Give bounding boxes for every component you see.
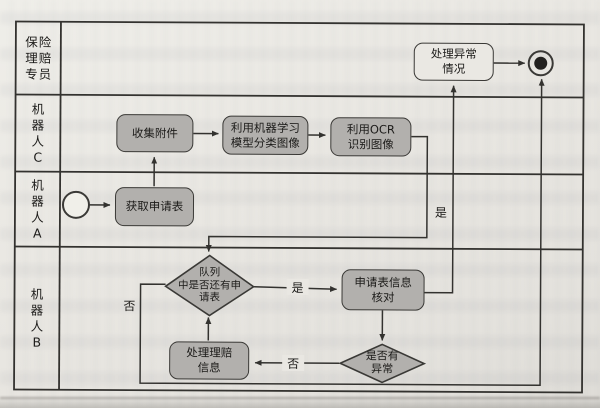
- decision-queue-label: 队列 中是否还有申 请表: [178, 266, 242, 304]
- node-verify-application-info: 申请表信息 核对: [341, 269, 425, 311]
- node-collect-attachments: 收集附件: [116, 114, 194, 153]
- edge-label-queue-yes: 是: [286, 278, 309, 296]
- lane-label-claims-specialist: 保险 理赔 专员: [25, 34, 53, 82]
- node-get-application-form: 获取申请表: [114, 187, 195, 227]
- lane-label-robot-c: 机 器 人 C: [31, 101, 46, 165]
- edge-exception-yes-to-handle-exception: [424, 85, 457, 294]
- decision-exception-label: 是否有 异常: [365, 349, 399, 376]
- node-ml-classify-images: 利用机器学习 模型分类图像: [222, 115, 309, 156]
- node-process-claim-info: 处理理赔 信息: [169, 341, 250, 380]
- start-event-circle: [61, 190, 90, 219]
- edge-ocr-to-queue-check: [205, 135, 429, 253]
- lane-label-robot-b: 机 器 人 B: [30, 286, 45, 350]
- edge-label-queue-no: 否: [123, 298, 136, 313]
- end-event-dot: [534, 56, 548, 70]
- edge-queue-no-to-end: [139, 78, 545, 387]
- swimlane-grid: [13, 20, 585, 394]
- end-event-circle: [527, 50, 554, 77]
- decision-queue-diamond: [164, 254, 255, 317]
- decision-exception-diamond: [338, 343, 427, 384]
- edge-label-exception-yes: 是: [434, 205, 447, 220]
- edge-label-exception-no: 否: [282, 354, 305, 372]
- lane-label-robot-a: 机 器 人 A: [31, 177, 45, 241]
- node-ocr-recognize-images: 利用OCR 识别图像: [330, 117, 412, 157]
- node-handle-exception: 处理异常 情况: [413, 42, 494, 82]
